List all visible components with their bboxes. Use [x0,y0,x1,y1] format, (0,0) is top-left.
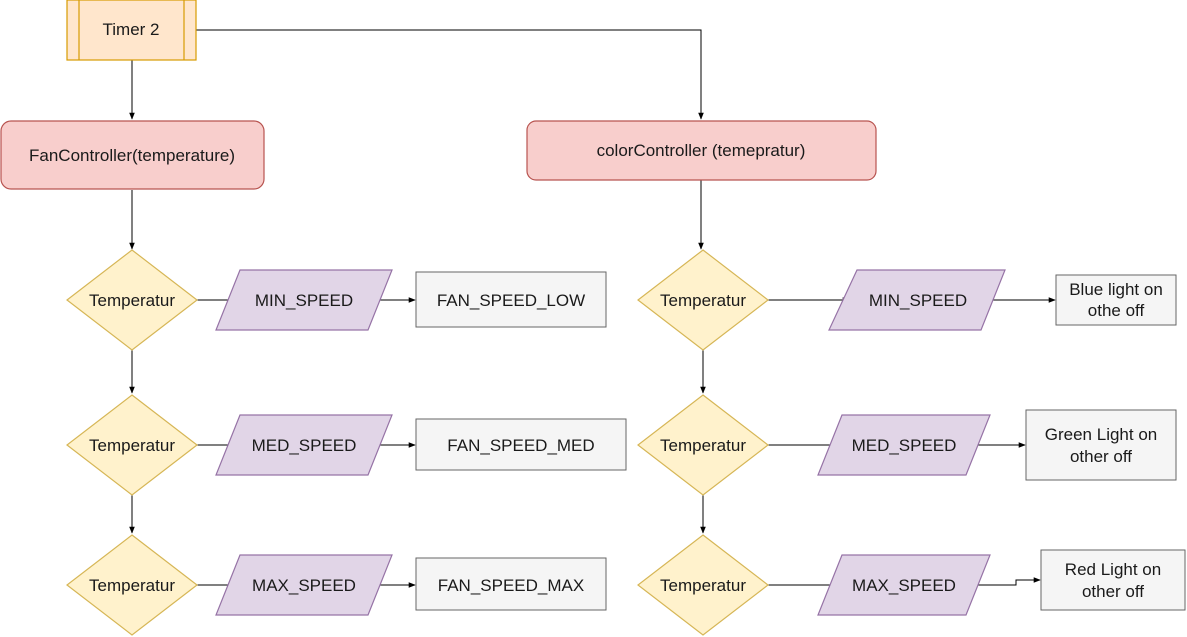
fan-speed-2[interactable] [215,414,393,476]
fan-row-2: Temperatur MED_SPEED FAN_SPEED_MED [66,394,627,496]
fan-decision-1[interactable] [66,249,198,351]
fan-output-2-label: FAN_SPEED_MED [447,436,594,455]
color-speed-1-label: MIN_SPEED [869,291,967,310]
color-output-3-line2: other off [1082,582,1144,601]
color-decision-2[interactable] [637,394,769,496]
fan-output-1[interactable] [415,271,607,328]
fan-controller-node[interactable]: FanController(temperature) [0,120,265,190]
color-output-2[interactable] [1025,409,1177,481]
color-controller-label: colorController (temepratur) [597,141,806,160]
fan-speed-3[interactable] [215,554,393,616]
color-speed-1[interactable] [828,269,1006,331]
color-row-3: Temperatur MAX_SPEED Red Light on other … [637,534,1186,636]
fan-row-3: Temperatur MAX_SPEED FAN_SPEED_MAX [66,534,607,636]
color-speed-3-label: MAX_SPEED [852,576,956,595]
fan-speed-1-label: MIN_SPEED [255,291,353,310]
color-row-1: Temperatur MIN_SPEED Blue light on othe … [637,249,1177,351]
edge-timer-to-colorcontroller [196,29,704,120]
edges [129,29,1056,588]
edge-color-max-to-red [978,577,1041,586]
color-output-1-line1: Blue light on [1069,280,1163,299]
color-output-2-line2: other off [1070,447,1132,466]
fan-decision-3[interactable] [66,534,198,636]
color-output-1-line2: othe off [1088,301,1145,320]
fan-output-1-label: FAN_SPEED_LOW [437,291,585,310]
fan-decision-2-label: Temperatur [89,436,175,455]
fan-decision-2[interactable] [66,394,198,496]
color-controller-node[interactable]: colorController (temepratur) [526,120,877,181]
color-decision-3-label: Temperatur [660,576,746,595]
fan-controller-label: FanController(temperature) [29,146,235,165]
fan-output-3[interactable] [415,557,607,611]
fan-row-1: Temperatur MIN_SPEED FAN_SPEED_LOW [66,249,607,351]
fan-speed-2-label: MED_SPEED [252,436,357,455]
color-output-3-line1: Red Light on [1065,560,1161,579]
fan-speed-3-label: MAX_SPEED [252,576,356,595]
color-speed-2[interactable] [817,414,991,476]
fan-decision-3-label: Temperatur [89,576,175,595]
color-decision-2-label: Temperatur [660,436,746,455]
color-decision-1[interactable] [637,249,769,351]
timer-node[interactable]: Timer 2 [66,0,197,61]
color-output-2-line1: Green Light on [1045,425,1157,444]
fan-speed-1[interactable] [215,269,393,331]
color-output-3[interactable] [1040,549,1186,611]
timer-label: Timer 2 [103,20,160,39]
fan-output-3-label: FAN_SPEED_MAX [438,576,584,595]
fan-decision-1-label: Temperatur [89,291,175,310]
color-speed-3[interactable] [817,554,991,616]
color-decision-1-label: Temperatur [660,291,746,310]
color-row-2: Temperatur MED_SPEED Green Light on othe… [637,394,1177,496]
color-output-1[interactable] [1055,274,1177,326]
color-speed-2-label: MED_SPEED [852,436,957,455]
fan-output-2[interactable] [415,418,627,471]
color-decision-3[interactable] [637,534,769,636]
